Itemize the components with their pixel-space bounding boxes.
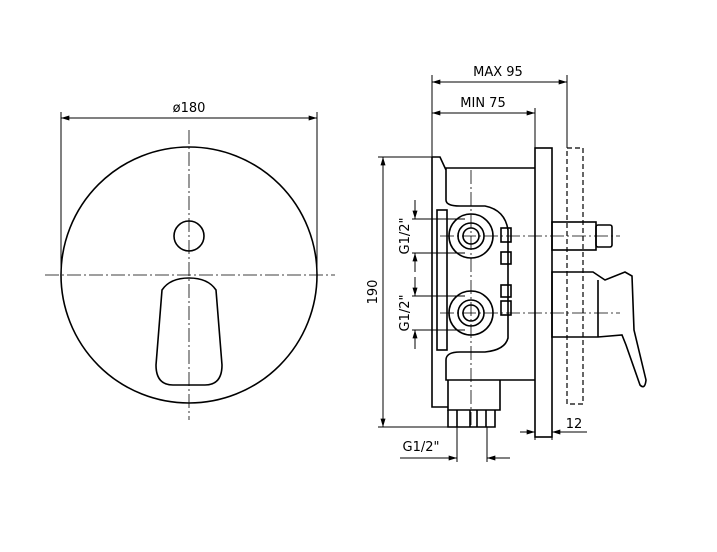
max-depth-label: MAX 95 [473,65,523,80]
body-rib [436,209,448,351]
lower-inlet-label: G1/2" [398,295,413,332]
plate-thickness-label: 12 [566,417,583,432]
diverter-knob [595,224,613,248]
max-plate-outline [566,147,584,405]
valve-body [431,156,535,408]
handle-outline [155,277,223,386]
bottom-outlet-label: G1/2" [403,440,440,455]
side-view: MAX 95 MIN 75 190 G1/2" G1/2" 12 G1/2" [366,65,647,462]
bottom-outlet [447,410,496,428]
min-depth-label: MIN 75 [460,96,505,111]
upper-inlet-label: G1/2" [398,218,413,255]
lever-handle [551,271,647,388]
height-label: 190 [366,280,381,305]
front-view: ø180 [45,101,335,420]
diameter-label: ø180 [173,101,206,116]
cover-plate [534,147,553,438]
